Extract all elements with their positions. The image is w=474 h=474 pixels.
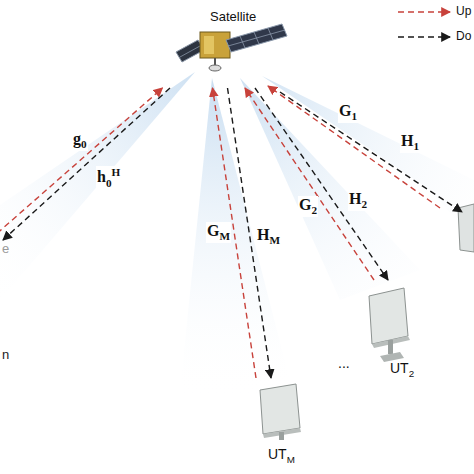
legend-sample xyxy=(398,11,450,12)
uplink-arrow xyxy=(0,88,163,240)
channel-label: HM xyxy=(256,226,281,247)
subscript: M xyxy=(219,230,230,242)
legend-text: Do xyxy=(456,30,471,43)
subscript: 1 xyxy=(413,140,419,152)
uplink-arrow xyxy=(245,88,374,280)
node-text: n xyxy=(2,348,9,363)
channel-label: G1 xyxy=(338,102,358,123)
channel-label: g0 xyxy=(72,130,88,151)
satellite-icon xyxy=(176,24,287,71)
node-text: e xyxy=(2,242,9,257)
legend-sample xyxy=(398,36,450,37)
subscript: M xyxy=(287,454,295,465)
user-terminal-node: UT2 xyxy=(360,280,430,381)
downlink-arrow xyxy=(3,88,170,240)
subscript: 0 xyxy=(106,177,112,189)
subscript: 2 xyxy=(361,198,367,210)
user-terminal-antenna xyxy=(458,204,474,252)
user-terminal-antenna xyxy=(260,384,301,440)
node-text: UT2 xyxy=(390,360,414,379)
subscript: 1 xyxy=(351,110,357,122)
channel-label: H2 xyxy=(348,190,368,211)
node-text: Satellite xyxy=(210,10,256,25)
superscript: H xyxy=(112,166,121,178)
legend-text: Up xyxy=(456,5,471,18)
user-terminal-antenna xyxy=(369,288,410,362)
downlink-arrow xyxy=(255,88,388,280)
subscript: 2 xyxy=(311,204,317,216)
channel-label: GM xyxy=(206,222,231,243)
downlink-arrow xyxy=(280,92,462,212)
satellite-node: Satellite xyxy=(160,2,285,88)
subscript: 2 xyxy=(409,368,414,379)
subscript: 0 xyxy=(81,138,87,150)
beam-cones xyxy=(0,72,474,440)
channel-label: G2 xyxy=(298,196,318,217)
ellipsis: ... xyxy=(338,356,350,371)
gateway-node: en xyxy=(0,240,30,370)
channel-label: h0H xyxy=(96,166,121,189)
node-text: UTM xyxy=(268,446,295,465)
user-terminal-node: UTM xyxy=(250,378,310,470)
channel-label: H1 xyxy=(400,132,420,153)
subscript: M xyxy=(269,234,280,246)
